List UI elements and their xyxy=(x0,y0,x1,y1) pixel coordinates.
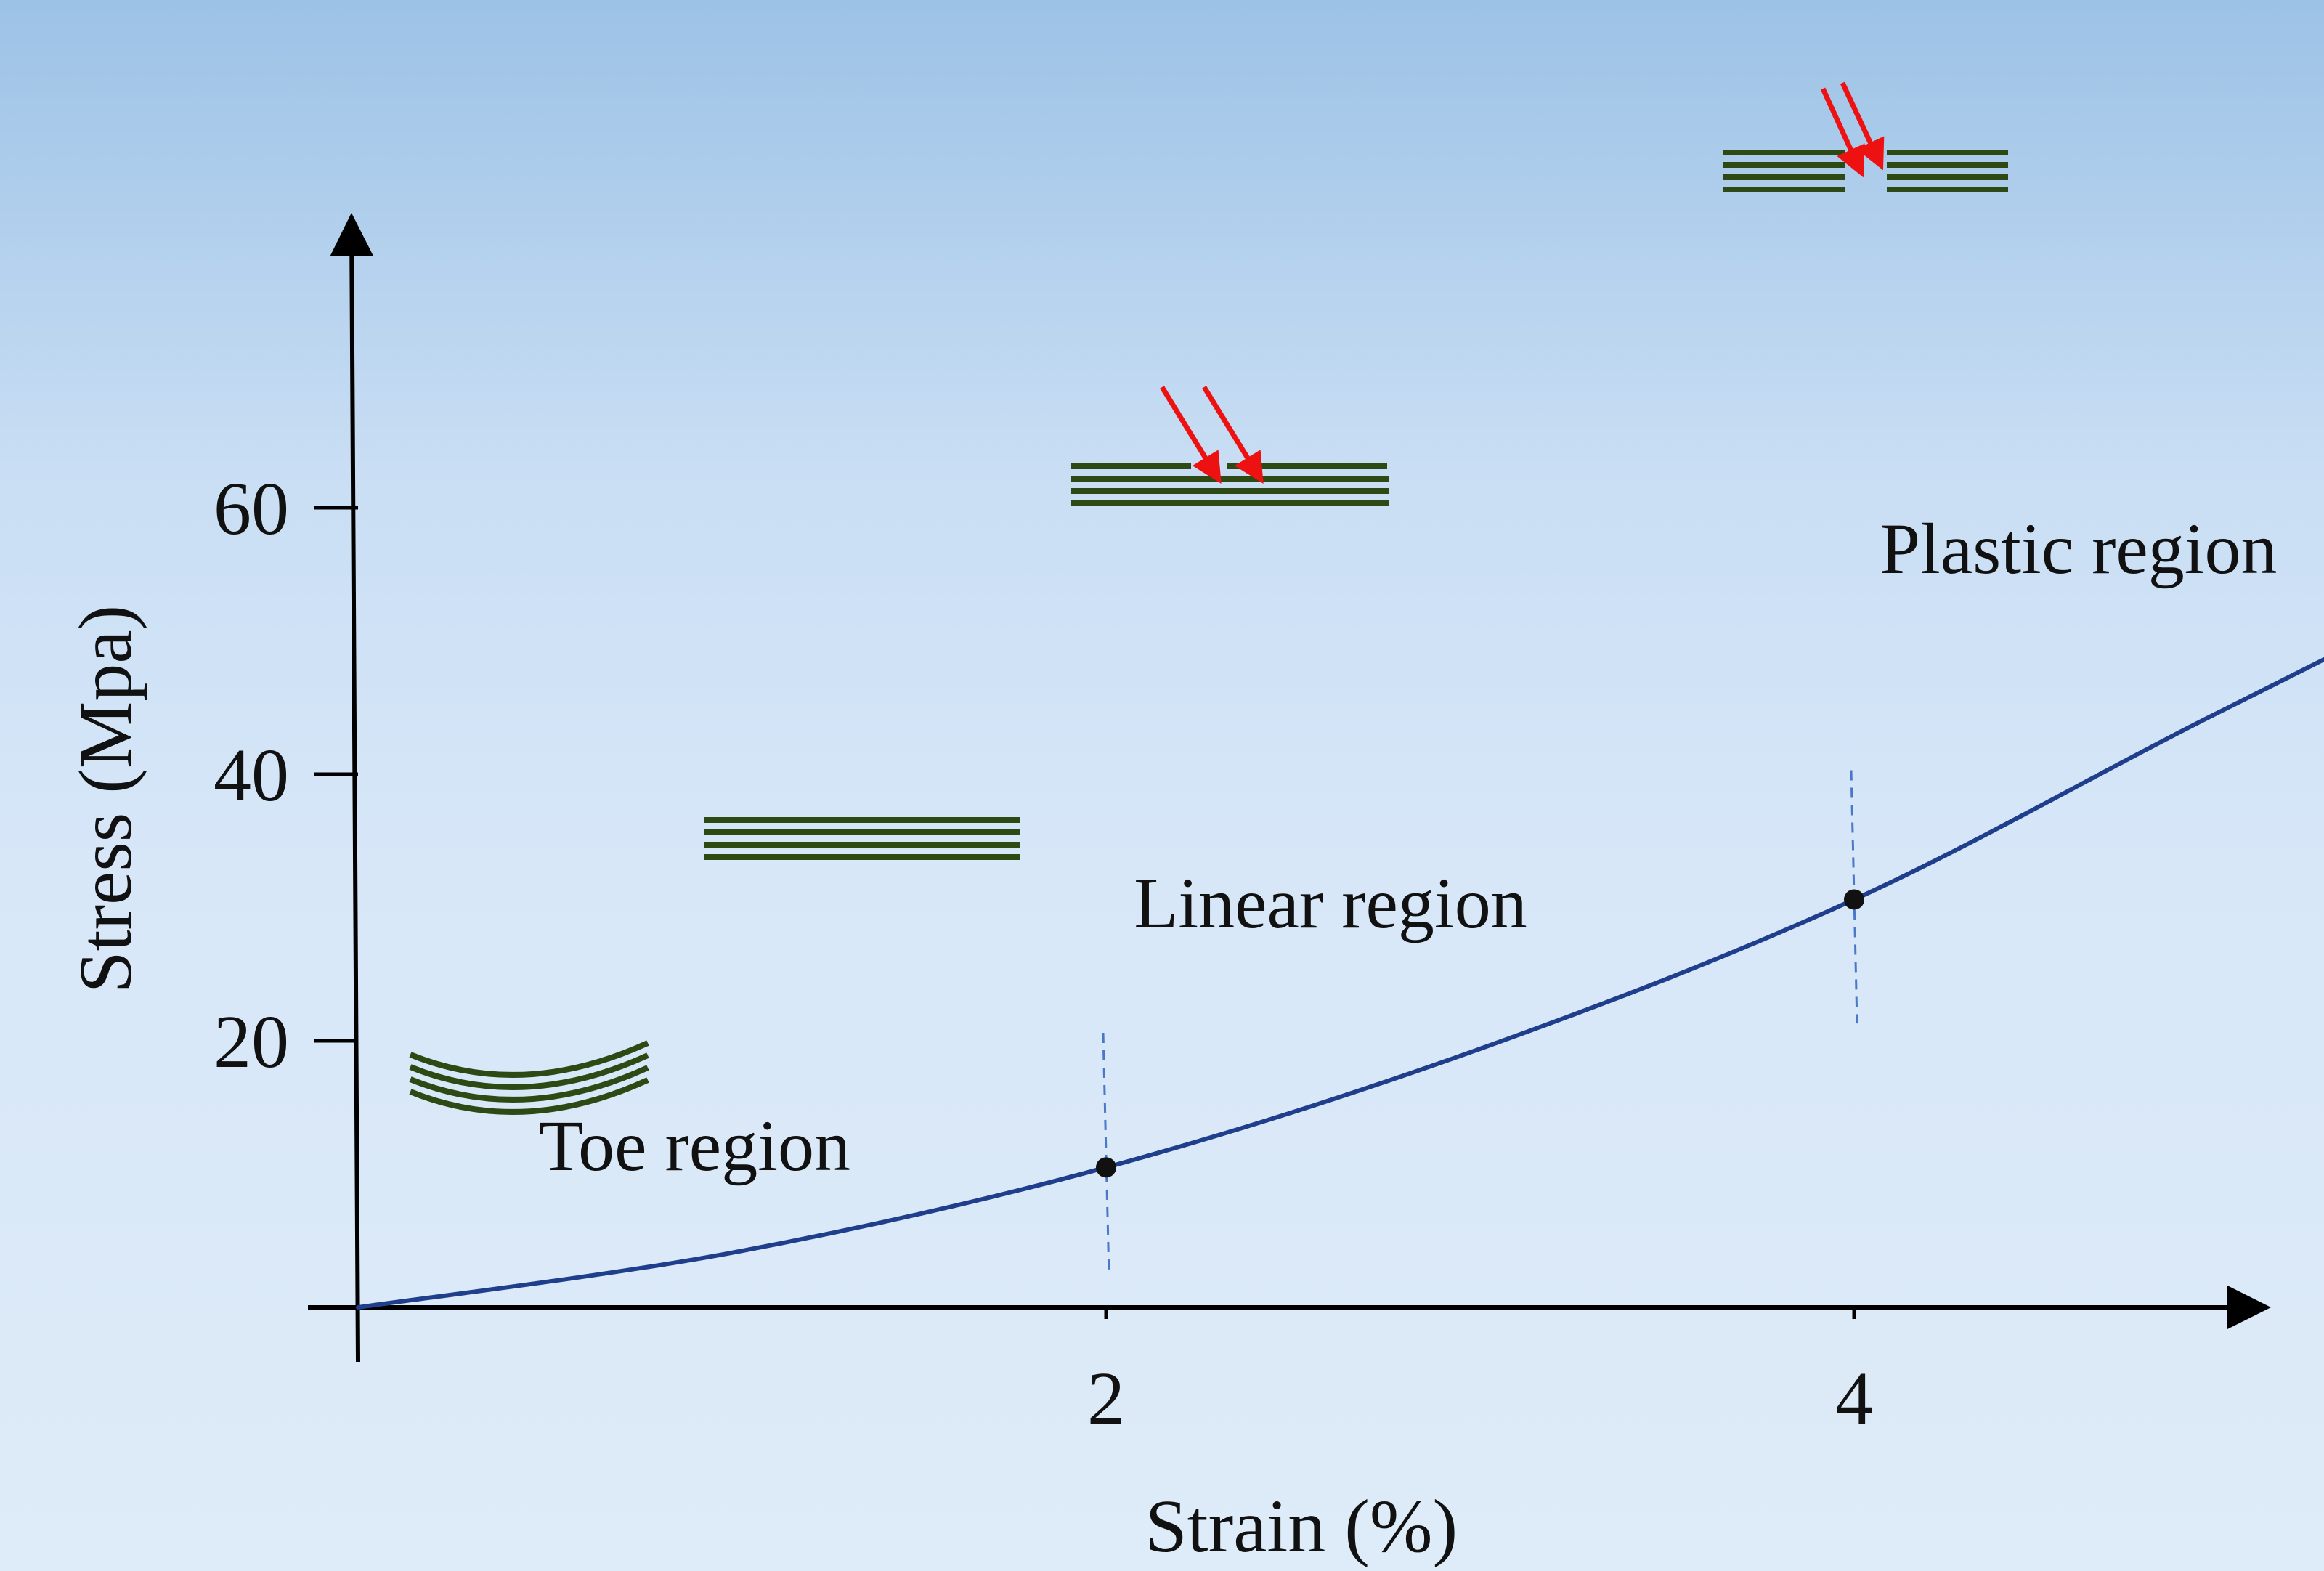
x-tick-label: 4 xyxy=(1835,1357,1873,1440)
marker-group xyxy=(1096,889,1864,1178)
y-tick-group: 20 40 60 xyxy=(214,467,358,1084)
straight-fiber-icon xyxy=(704,817,1020,860)
y-axis-line xyxy=(330,213,374,1363)
data-point-marker xyxy=(1844,889,1864,910)
y-axis-label: Stress (Mpa) xyxy=(64,605,147,993)
x-axis-label: Strain (%) xyxy=(1145,1485,1458,1568)
crimped-fiber-icon xyxy=(409,1040,649,1115)
fiber-illustrations xyxy=(409,81,2008,1115)
y-tick-label: 20 xyxy=(214,1000,289,1084)
broken-fiber-icon xyxy=(1723,81,2008,192)
x-tick-group: 2468 xyxy=(1087,1307,1873,1440)
data-point-marker xyxy=(1096,1157,1116,1178)
y-tick-label: 40 xyxy=(214,734,289,817)
stress-strain-curve xyxy=(356,657,2324,1310)
region-boundary-group xyxy=(1102,770,1858,1277)
region-boundary-line xyxy=(1102,1032,1110,1277)
x-tick-label: 2 xyxy=(1087,1357,1125,1440)
axes xyxy=(308,213,2271,1363)
region-label: Toe region xyxy=(539,1105,850,1186)
region-label: Linear region xyxy=(1134,863,1527,943)
region-label: Plastic region xyxy=(1880,508,2277,589)
slipping-fiber-icon xyxy=(1071,386,1389,506)
y-tick-label: 60 xyxy=(214,467,289,551)
